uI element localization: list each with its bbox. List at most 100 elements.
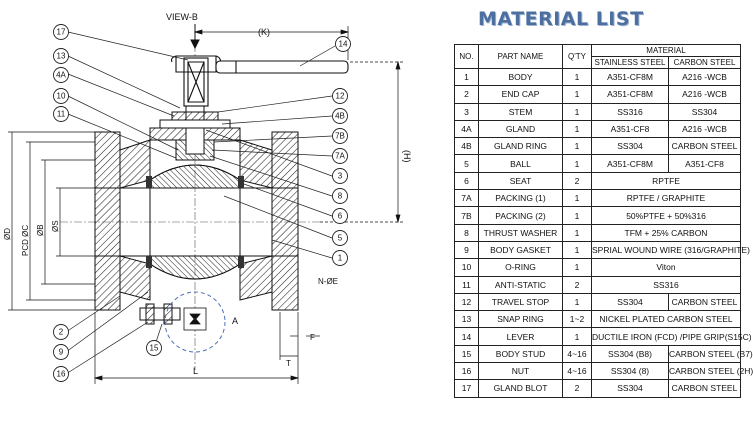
cell-stainless-steel: SS304 (8) [591,362,669,381]
cell-no: 7B [454,206,479,225]
cell-no: 9 [454,240,479,260]
callout-numbers: 17 13 4A 10 11 14 12 4B 7B 7A 3 8 6 5 1 … [56,28,348,379]
cell-stainless-steel: SS304 (B8) [591,344,669,364]
cell-stainless-steel: SS304 [591,292,669,312]
cell-carbon-steel: A216 -WCB [667,67,742,87]
cell-part-name: STEM [478,102,563,121]
callout-8 [332,188,348,204]
svg-text:10: 10 [57,92,66,101]
cell-stainless-steel: A351-CF8M [591,85,669,104]
cell-carbon-steel: CARBON STEEL [667,292,742,312]
end-cap [239,131,299,311]
label-b: ØB [36,224,45,236]
cell-qty: 2 [562,275,592,294]
cell-qty: 1 [562,85,592,104]
cell-part-name: O-RING [478,258,563,277]
cell-qty: 1 [562,206,592,225]
cell-part-name: GLAND RING [478,137,563,156]
cell-qty: 1 [562,327,592,346]
cell-qty: 1 [562,119,592,139]
cell-part-name: BALL [478,154,563,173]
callout-11 [53,106,69,122]
bonnet [149,105,241,161]
cell-no: 14 [454,327,479,346]
cell-qty: 1 [562,292,592,312]
svg-text:8: 8 [338,192,343,201]
cell-material: DUCTILE IRON (FCD) /PIPE GRIP(S15C) [590,327,752,346]
cell-qty: 1 [562,258,592,277]
svg-text:2: 2 [59,328,64,337]
cell-qty: 1 [562,223,592,242]
callout-13 [53,48,69,64]
cell-no: 3 [454,102,479,121]
body-left-flange [94,131,151,311]
dim-k [193,26,350,60]
callout-14 [335,36,351,52]
cell-qty: 4~16 [562,362,592,381]
cell-qty: 1 [562,102,592,121]
cell-no: 5 [454,154,479,173]
label-k: (K) [258,27,270,37]
cell-qty: 2 [562,171,592,191]
cell-material: RPTFE [590,171,742,191]
svg-text:7B: 7B [335,132,345,141]
label-n-holes: N-ØE [318,277,338,286]
svg-text:4B: 4B [335,112,345,121]
cell-no: 7A [454,189,479,208]
cell-material: RPTFE / GRAPHITE [590,189,742,208]
cell-no: 4A [454,119,479,139]
cell-no: 13 [454,310,479,329]
svg-text:11: 11 [57,110,66,119]
svg-text:6: 6 [338,212,343,221]
leaders [65,31,336,375]
callout-1 [332,250,348,266]
label-t: T [286,359,291,368]
cell-no: 6 [454,171,479,191]
cell-carbon-steel: CARBON STEEL [667,379,742,398]
material-list-table: NO. PART NAME Q'TY MATERIAL STAINLESS ST… [454,44,753,398]
cell-carbon-steel: A351-CF8 [667,154,742,173]
cell-part-name: LEVER [478,327,563,346]
callout-9 [53,344,69,360]
cell-qty: 1~2 [562,310,592,329]
cell-part-name: SNAP RING [478,310,563,329]
label-pcd: PCD ØC [21,225,30,256]
detail-a [164,291,226,353]
stem-lever [170,55,349,107]
cell-part-name: TRAVEL STOP [478,292,563,312]
cell-stainless-steel: SS316 [591,102,669,121]
svg-text:15: 15 [150,344,159,353]
body-studs [139,303,181,325]
callout-7b [332,128,348,144]
view-b-arrow [190,24,200,50]
svg-text:1: 1 [338,254,343,263]
callout-15 [146,340,162,356]
cell-no: 12 [454,292,479,312]
cell-stainless-steel: SS304 [591,137,669,156]
cell-qty: 1 [562,240,592,260]
svg-text:13: 13 [57,52,66,61]
label-detail-a: A [232,316,238,326]
cell-material: SS316 [590,275,742,294]
svg-text:16: 16 [57,370,66,379]
svg-text:14: 14 [339,40,348,49]
cell-part-name: END CAP [478,85,563,104]
cell-no: 2 [454,85,479,104]
cell-carbon-steel: CARBON STEEL (2H) [667,362,753,381]
cell-no: 4B [454,137,479,156]
cell-no: 10 [454,258,479,277]
header-stainless-steel: STAINLESS STEEL [591,56,669,69]
callout-12 [332,88,348,104]
cell-part-name: THRUST WASHER [478,223,563,242]
callout-2 [53,324,69,340]
svg-text:5: 5 [338,234,343,243]
callout-16 [53,366,69,382]
cell-material: NICKEL PLATED CARBON STEEL [590,310,742,329]
callout-10 [53,88,69,104]
